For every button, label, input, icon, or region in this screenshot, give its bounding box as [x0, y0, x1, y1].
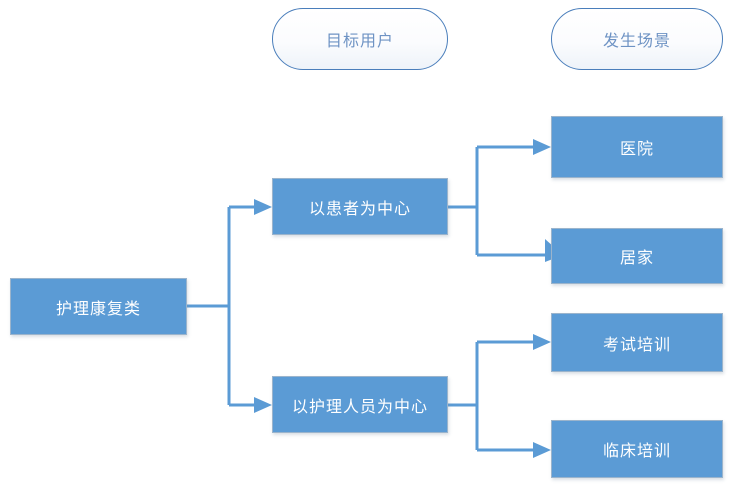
node-home-label: 居家	[619, 250, 654, 267]
arrowhead-to-exam	[533, 334, 551, 350]
arrowhead-to-hospital	[533, 139, 551, 155]
node-exam-training[interactable]: 考试培训	[551, 313, 723, 372]
node-hospital[interactable]: 医院	[551, 116, 723, 178]
arrowhead-to-nurse	[254, 397, 272, 413]
node-nurse-centered[interactable]: 以护理人员为中心	[272, 376, 448, 433]
node-patient-centered-label: 以患者为中心	[308, 200, 411, 218]
node-nurse-centered-label: 以护理人员为中心	[291, 398, 428, 416]
header-scenario-label: 发生场景	[602, 33, 671, 50]
node-hospital-label: 医院	[619, 141, 654, 158]
node-root[interactable]: 护理康复类	[10, 278, 187, 335]
node-clinical-training-label: 临床培训	[602, 443, 671, 460]
node-patient-centered[interactable]: 以患者为中心	[272, 178, 448, 235]
arrowhead-to-clinical	[533, 442, 551, 458]
header-target-user: 目标用户	[272, 8, 448, 70]
node-clinical-training[interactable]: 临床培训	[551, 420, 723, 478]
node-exam-training-label: 考试培训	[602, 336, 671, 354]
header-scenario: 发生场景	[551, 8, 723, 70]
node-home[interactable]: 居家	[551, 228, 723, 284]
arrowhead-to-patient	[254, 199, 272, 215]
header-target-user-label: 目标用户	[325, 33, 394, 50]
node-root-label: 护理康复类	[55, 300, 141, 318]
